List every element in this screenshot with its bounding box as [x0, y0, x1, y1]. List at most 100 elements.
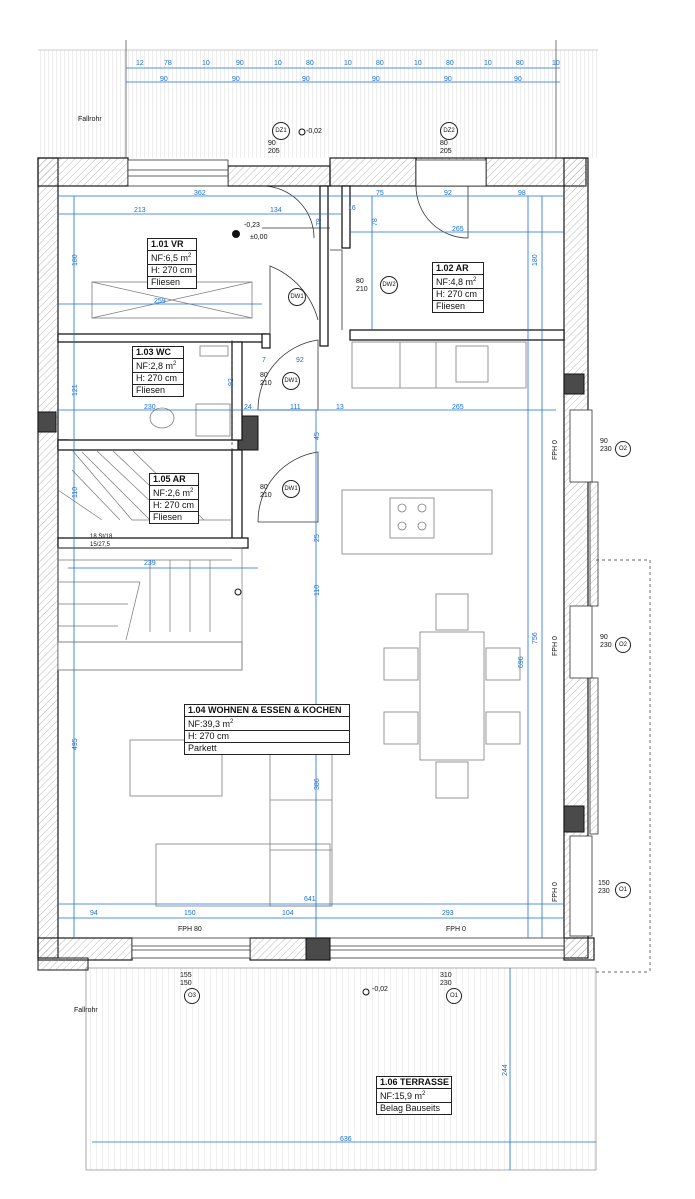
level-marker [232, 128, 370, 996]
dim-259: 259 [154, 298, 166, 305]
dim-90-3: 90 [302, 76, 310, 83]
dim-24: 24 [244, 404, 252, 411]
dim-90-205-a: 90 205 [268, 140, 280, 155]
dim-111: 111 [290, 404, 301, 411]
top-balcony [38, 40, 598, 158]
dim-12: 12 [136, 60, 144, 67]
dim-90-4: 90 [372, 76, 380, 83]
dimension-lines [58, 67, 596, 1170]
door-tag-dw1-c: DW1 [282, 480, 300, 498]
dim-90a: 90 [236, 60, 244, 67]
room-area: NF:4,8 m2 [433, 274, 483, 288]
dim-150: 150 [184, 910, 196, 917]
dim-134: 134 [270, 207, 282, 214]
room-height: H: 270 cm [433, 288, 483, 300]
room-height: H: 270 cm [148, 264, 196, 276]
dim-265b: 265 [452, 404, 464, 411]
dim-80-205-b: 80 205 [440, 140, 452, 155]
dim-80-210-b: 80 210 [260, 372, 272, 387]
room-name: 1.02 AR [436, 263, 469, 273]
level-zero: ±0,00 [250, 234, 268, 241]
dim-10e: 10 [484, 60, 492, 67]
window-tag-o3: O3 [184, 988, 200, 1004]
level-terrace: -0,02 [372, 986, 388, 993]
vdim-495: 495 [72, 738, 79, 750]
dim-155-150: 155 150 [180, 972, 192, 987]
window-tag-o2-b: O2 [615, 637, 631, 653]
room-floor: Fliesen [133, 384, 183, 396]
dim-150-230: 150 230 [598, 880, 610, 895]
vdim-78b: 78 [372, 218, 379, 226]
dim-78: 78 [164, 60, 172, 67]
fallrohr-bottom-label: Fallrohr [74, 1007, 98, 1014]
dim-213: 213 [134, 207, 146, 214]
dim-90-6: 90 [514, 76, 522, 83]
room-name: 1.06 TERRASSE [380, 1077, 450, 1087]
vdim-756: 756 [532, 632, 539, 644]
room-name: 1.04 WOHNEN & ESSEN & KOCHEN [188, 705, 342, 715]
door-tag-dz1: DZ1 [272, 122, 290, 140]
door-tag-dw2: DW2 [380, 276, 398, 294]
window-tag-o1-right: O1 [615, 882, 631, 898]
vdim-180b: 180 [532, 254, 539, 266]
room-floor: Fliesen [148, 276, 196, 288]
dim-80a: 80 [306, 60, 314, 67]
dim-90-1: 90 [160, 76, 168, 83]
room-floor: Fliesen [433, 300, 483, 312]
dim-230: 230 [144, 404, 156, 411]
stair-note: 18 St/18 15/27,5 [90, 534, 113, 548]
vdim-121: 121 [72, 384, 79, 396]
dim-7: 7 [262, 357, 266, 364]
dim-16: 16 [348, 205, 356, 212]
vdim-92: 92 [228, 378, 235, 386]
dim-94: 94 [90, 910, 98, 917]
dim-90-230-b: 90 230 [600, 634, 612, 649]
fallrohr-top-label: Fallrohr [78, 116, 102, 123]
room-label-wc: 1.03 WC NF:2,8 m2 H: 270 cm Fliesen [132, 346, 184, 397]
window-tag-o2-a: O2 [615, 441, 631, 457]
room-floor: Fliesen [150, 511, 198, 523]
terrace-area [85, 967, 597, 1171]
vdim-244: 244 [502, 1064, 509, 1076]
room-label-ar-102: 1.02 AR NF:4,8 m2 H: 270 cm Fliesen [432, 262, 484, 313]
door-tag-dw1-a: DW1 [288, 288, 306, 306]
dim-10c: 10 [344, 60, 352, 67]
room-height: H: 270 cm [150, 499, 198, 511]
right-windows [569, 409, 599, 937]
room-area: NF:15,9 m2 [377, 1088, 451, 1102]
vdim-110b: 110 [314, 584, 321, 596]
dim-90-5: 90 [444, 76, 452, 83]
window-tag-o1-bottom: O1 [446, 988, 462, 1004]
dim-10f: 10 [552, 60, 560, 67]
level-top: -0,02 [306, 128, 322, 135]
room-name: 1.05 AR [153, 474, 186, 484]
dim-80-210-c: 80 210 [260, 484, 272, 499]
dim-10b: 10 [274, 60, 282, 67]
room-name: 1.03 WC [136, 347, 172, 357]
room-label-vr: 1.01 VR NF:6,5 m2 H: 270 cm Fliesen [147, 238, 197, 289]
fph-80-label: FPH 80 [178, 926, 202, 933]
dim-75: 75 [376, 190, 384, 197]
room-label-wohnen: 1.04 WOHNEN & ESSEN & KOCHEN NF:39,3 m2 … [184, 704, 350, 755]
vdim-78: 78 [316, 218, 323, 226]
door-tag-dz2: DZ2 [440, 122, 458, 140]
door-tag-dw1-b: DW1 [282, 372, 300, 390]
dim-641: 641 [304, 896, 316, 903]
vdim-180a: 180 [72, 254, 79, 266]
dim-10d: 10 [414, 60, 422, 67]
dim-98: 98 [518, 190, 526, 197]
room-floor: Belag Bauseits [377, 1102, 451, 1114]
room-area: NF:2,8 m2 [133, 358, 183, 372]
room-name: 1.01 VR [151, 239, 184, 249]
dim-362: 362 [194, 190, 206, 197]
dim-636: 636 [340, 1136, 352, 1143]
top-windows [127, 159, 487, 187]
dim-10a: 10 [202, 60, 210, 67]
bottom-windows [131, 937, 565, 959]
dim-92b: 92 [296, 357, 304, 364]
inner-walls [57, 185, 565, 549]
room-area: NF:6,5 m2 [148, 250, 196, 264]
room-floor: Parkett [185, 742, 349, 754]
room-height: H: 270 cm [185, 730, 349, 742]
